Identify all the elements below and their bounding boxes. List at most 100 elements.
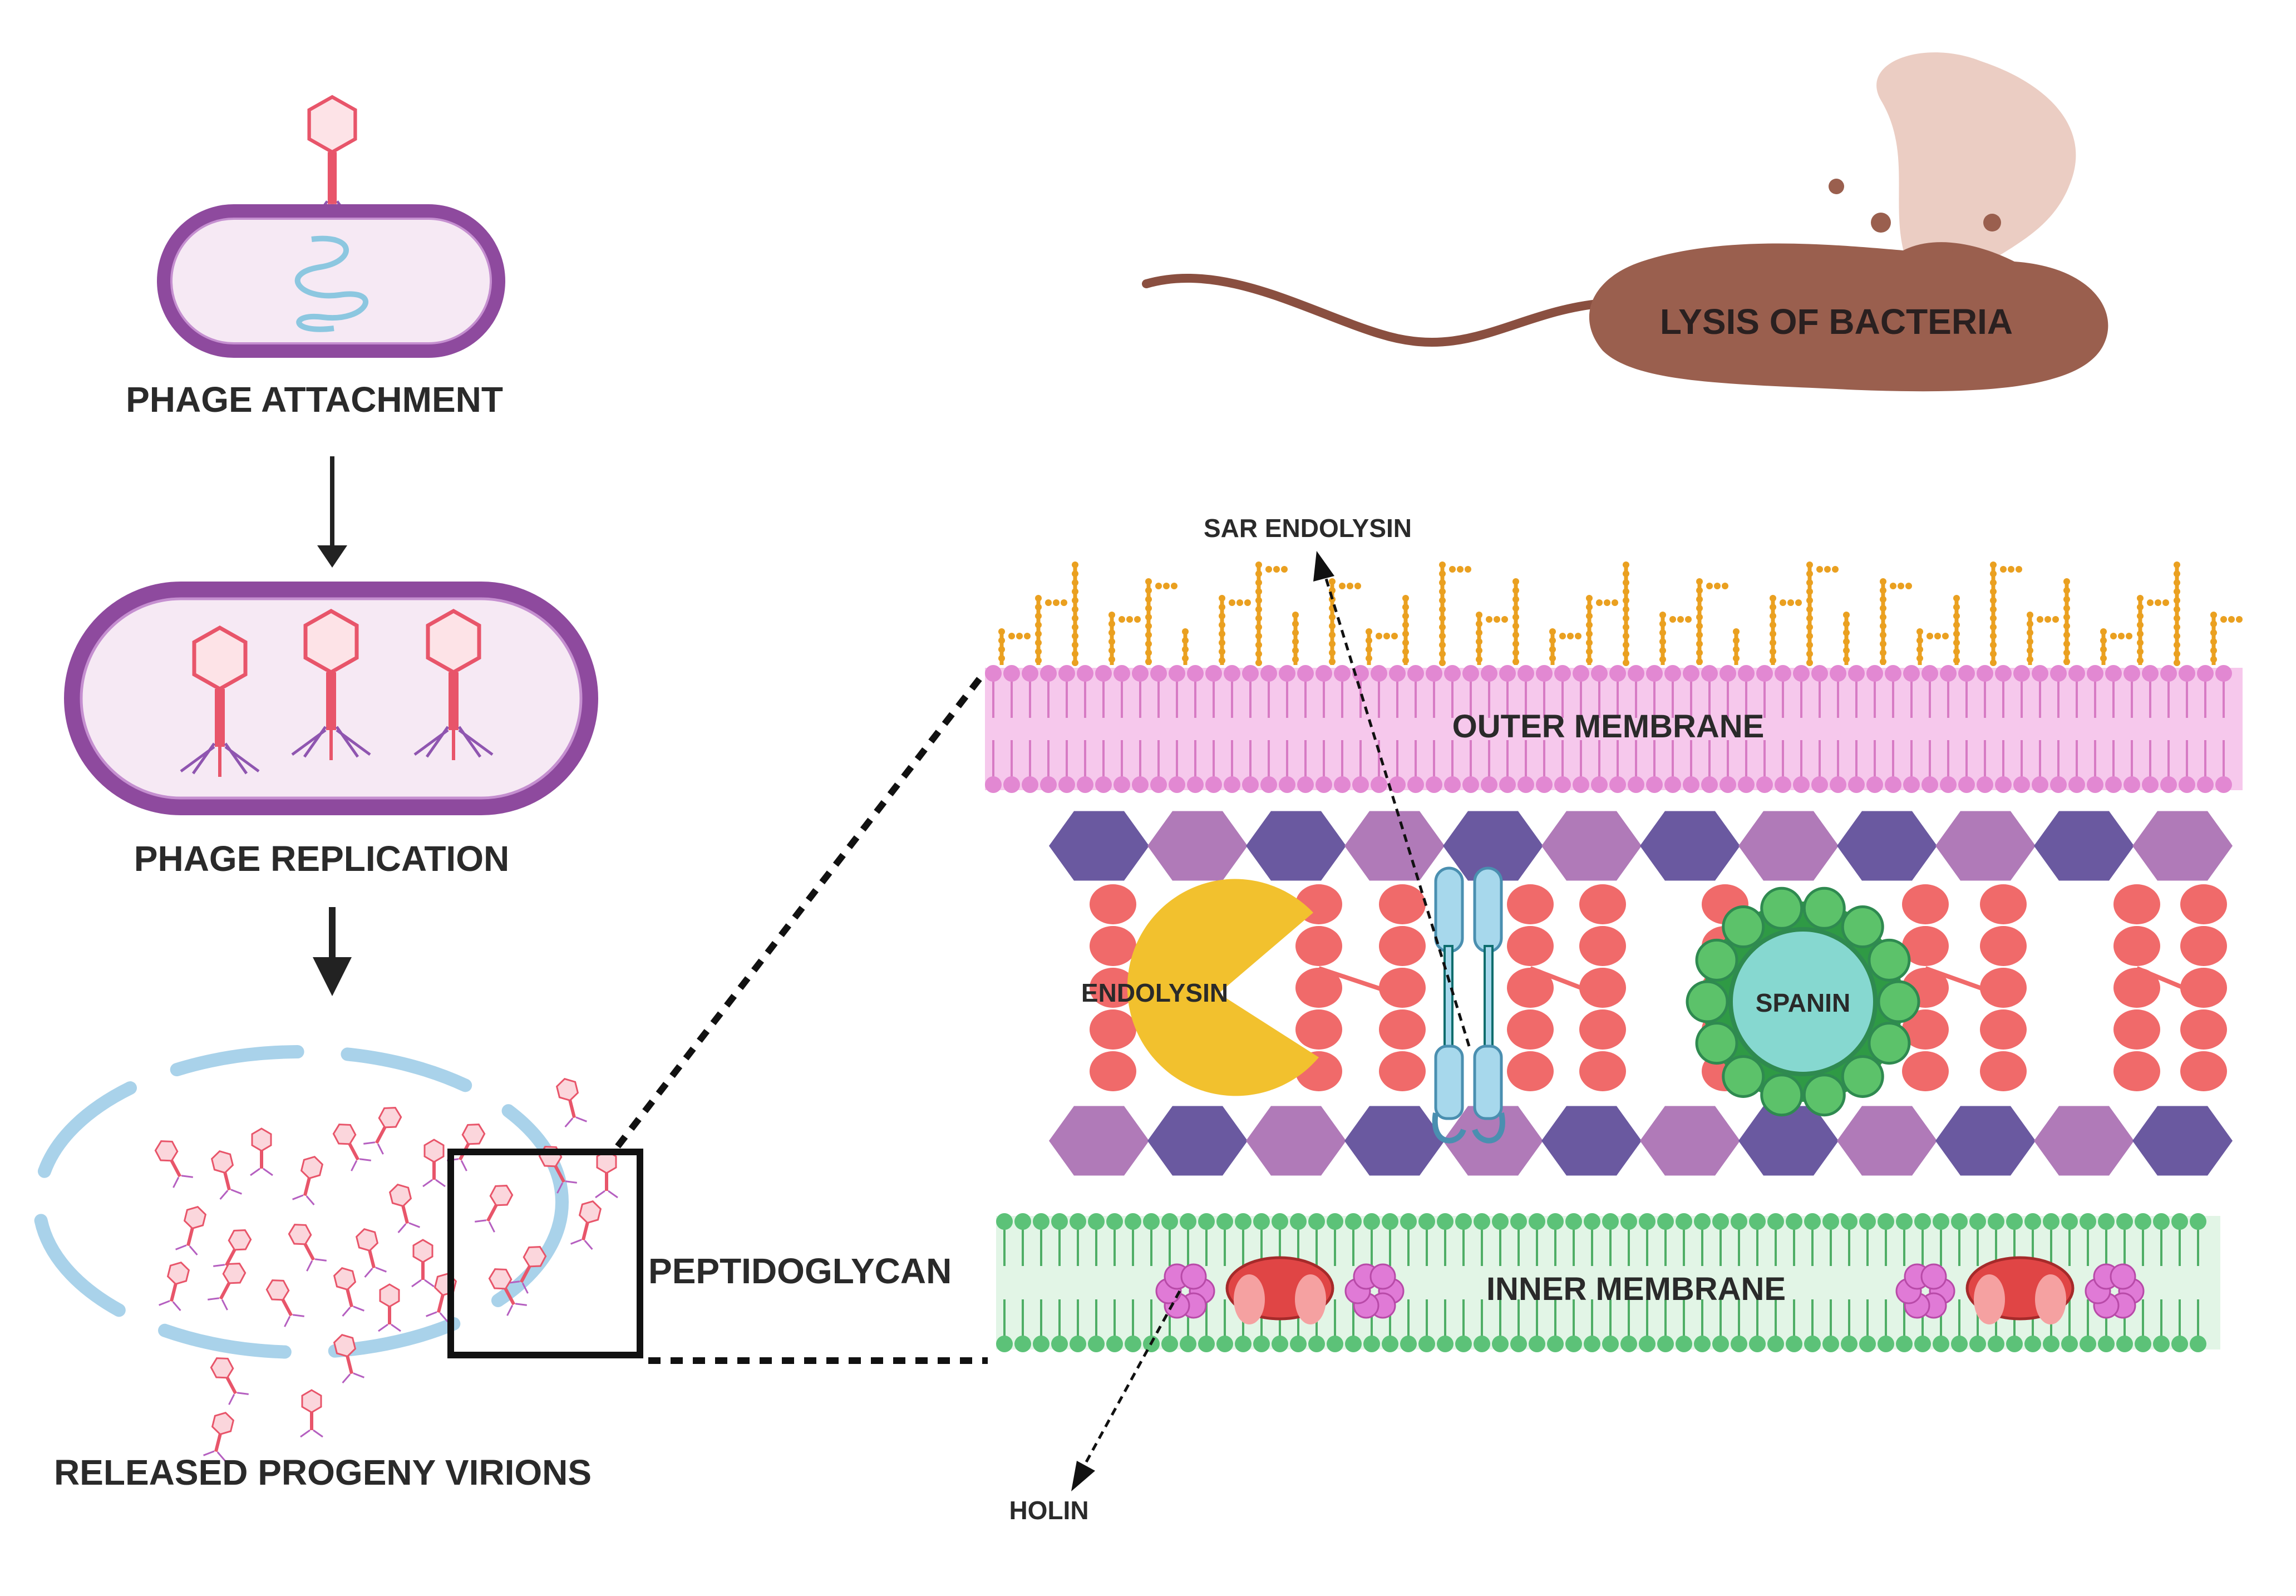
lipid-head: [1132, 665, 1149, 682]
lipid-head: [1113, 665, 1130, 682]
lipid-head: [2116, 1213, 2133, 1230]
lipid-head: [1969, 1213, 1986, 1230]
lipid-head: [1878, 1336, 1894, 1352]
lipid-head: [1694, 1213, 1711, 1230]
lipopolysaccharide-layer: [998, 561, 2243, 666]
sugar-unit: [1541, 1106, 1642, 1176]
sugar-unit: [1640, 1106, 1740, 1176]
lipid-head: [2080, 1213, 2096, 1230]
lipid-head: [1914, 1336, 1931, 1352]
spanin-subunit: [1695, 938, 1738, 982]
sugar-unit: [1344, 811, 1445, 881]
virion-icon: [594, 1150, 619, 1199]
lipid-head: [1609, 776, 1626, 793]
peptide-unit: [2113, 1009, 2160, 1050]
lipid-head: [1620, 1336, 1637, 1352]
sugar-unit: [1147, 1106, 1248, 1176]
progeny-virions: [150, 1075, 619, 1462]
lipid-head: [2171, 1336, 2188, 1352]
lipid-head: [1804, 1336, 1821, 1352]
lipid-head: [2013, 776, 2030, 793]
lipid-head: [1749, 1336, 1766, 1352]
lipid-head: [1418, 1213, 1435, 1230]
lipid-head: [2197, 665, 2214, 682]
lipid-head: [1767, 1336, 1784, 1352]
lipid-head: [1474, 1336, 1490, 1352]
lipid-head: [1885, 776, 1901, 793]
lipid-head: [1022, 665, 1038, 682]
lipid-head: [1272, 1336, 1288, 1352]
lipid-head: [1462, 776, 1479, 793]
lipid-head: [1499, 665, 1516, 682]
lipid-head: [1279, 665, 1295, 682]
lipid-head: [2190, 1213, 2206, 1230]
lipid-head: [1510, 1213, 1527, 1230]
peptide-unit: [1980, 968, 2027, 1008]
lipid-head: [1371, 665, 1387, 682]
peptide-unit: [1379, 1051, 1426, 1091]
lipid-head: [2061, 1213, 2078, 1230]
lipid-head: [1554, 665, 1571, 682]
lipid-head: [1095, 665, 1112, 682]
lipid-head: [1033, 1336, 1050, 1352]
lipid-head: [1371, 776, 1387, 793]
lipid-head: [1389, 665, 1406, 682]
crosslink: [1529, 966, 1604, 998]
debris: [1829, 179, 1844, 194]
sugar-unit: [2034, 1106, 2134, 1176]
lipid-head: [1811, 665, 1828, 682]
lipid-head: [1536, 665, 1553, 682]
lipid-head: [2215, 776, 2232, 793]
lipid-head: [1492, 1336, 1509, 1352]
spanin-subunit: [1868, 938, 1911, 982]
lipid-head: [1279, 776, 1295, 793]
sugar-unit: [1738, 1106, 1839, 1176]
lipid-head: [1731, 1336, 1747, 1352]
lipid-head: [1334, 776, 1351, 793]
sugar-unit: [2132, 1106, 2233, 1176]
lipid-head: [1253, 1213, 1270, 1230]
lipid-head: [2006, 1336, 2023, 1352]
lipid-head: [1620, 1213, 1637, 1230]
lipid-head: [1738, 665, 1755, 682]
lipid-head: [2087, 776, 2103, 793]
lipid-head: [1070, 1336, 1086, 1352]
lipid-head: [1334, 665, 1351, 682]
lipid-head: [1639, 1213, 1656, 1230]
lipid-head: [2123, 776, 2140, 793]
lipid-head: [1940, 776, 1957, 793]
lipid-head: [1749, 1213, 1766, 1230]
lipid-head: [1308, 1336, 1325, 1352]
sugar-unit: [1837, 1106, 1937, 1176]
lipid-head: [2043, 1336, 2059, 1352]
flow-arrow-2: [313, 907, 352, 996]
inner-membrane-label: INNER MEMBRANE: [1486, 1271, 1786, 1307]
lipid-head: [1297, 776, 1314, 793]
lipid-head: [1977, 776, 1993, 793]
bacterial-cell-icon: [157, 204, 505, 358]
lipid-head: [1180, 1213, 1196, 1230]
peptide-unit: [1379, 968, 1426, 1008]
lipid-head: [1933, 1336, 1949, 1352]
lipid-head: [1859, 1336, 1876, 1352]
lipid-head: [1242, 665, 1259, 682]
lipid-head: [1437, 1213, 1454, 1230]
lipid-head: [1951, 1213, 1968, 1230]
lipid-head: [2032, 665, 2048, 682]
lipid-head: [1077, 776, 1093, 793]
lipid-head: [2123, 665, 2140, 682]
lipid-head: [1125, 1336, 1141, 1352]
lipid-head: [1529, 1336, 1545, 1352]
lipid-head: [1462, 665, 1479, 682]
lipid-head: [1903, 665, 1920, 682]
virion-icon: [377, 1283, 402, 1332]
lipid-head: [2197, 776, 2214, 793]
lipid-head: [1591, 665, 1608, 682]
lipid-head: [996, 1213, 1013, 1230]
peptide-unit: [1980, 1009, 2027, 1050]
lipid-head: [2087, 665, 2103, 682]
lipid-head: [1492, 1213, 1509, 1230]
lipid-head: [1565, 1336, 1582, 1352]
peptide-unit: [1980, 926, 2027, 966]
lipid-head: [1051, 1336, 1068, 1352]
